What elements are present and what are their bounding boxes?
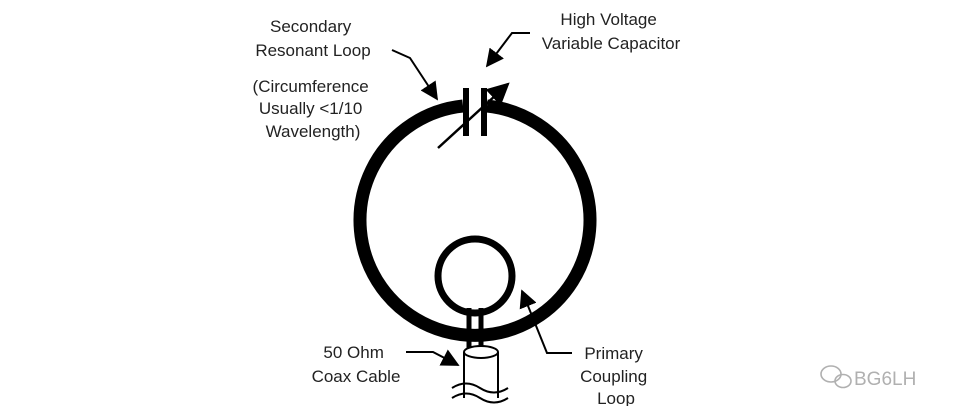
circumference-note-line-2: Usually <1/10: [259, 99, 362, 118]
primary-loop-line-3: Loop: [597, 389, 635, 406]
secondary-loop-leader: [391, 49, 438, 101]
circumference-note-line-1: (Circumference: [253, 77, 369, 96]
wechat-icon: [820, 365, 852, 389]
capacitor-leader: [485, 32, 530, 68]
secondary-loop-line-1: Secondary: [270, 17, 352, 36]
capacitor-label: High Voltage Variable Capacitor: [542, 10, 681, 53]
capacitor-variable-arrow: [437, 82, 510, 149]
primary-loop-line-2: Coupling: [580, 367, 647, 386]
primary-loop-label: Primary Coupling Loop: [580, 344, 652, 406]
watermark: BG6LH: [820, 365, 916, 390]
primary-loop-leader: [519, 289, 572, 354]
circumference-note-label: (Circumference Usually <1/10 Wavelength): [253, 77, 374, 141]
watermark-text: BG6LH: [854, 369, 916, 390]
coax-line-2: Coax Cable: [312, 367, 401, 386]
secondary-loop-label: Secondary Resonant Loop: [255, 17, 370, 60]
capacitor-line-1: High Voltage: [560, 10, 656, 29]
coax-label: 50 Ohm Coax Cable: [312, 343, 401, 386]
coax-cable: [451, 345, 509, 404]
coax-line-1: 50 Ohm: [323, 343, 383, 362]
primary-coupling-loop: [434, 235, 516, 317]
coax-leader: [406, 349, 460, 366]
capacitor-line-2: Variable Capacitor: [542, 34, 681, 53]
circumference-note-line-3: Wavelength): [266, 122, 361, 141]
primary-loop-line-1: Primary: [584, 344, 643, 363]
secondary-loop-left-arc: [353, 99, 597, 342]
secondary-loop-line-2: Resonant Loop: [255, 41, 370, 60]
